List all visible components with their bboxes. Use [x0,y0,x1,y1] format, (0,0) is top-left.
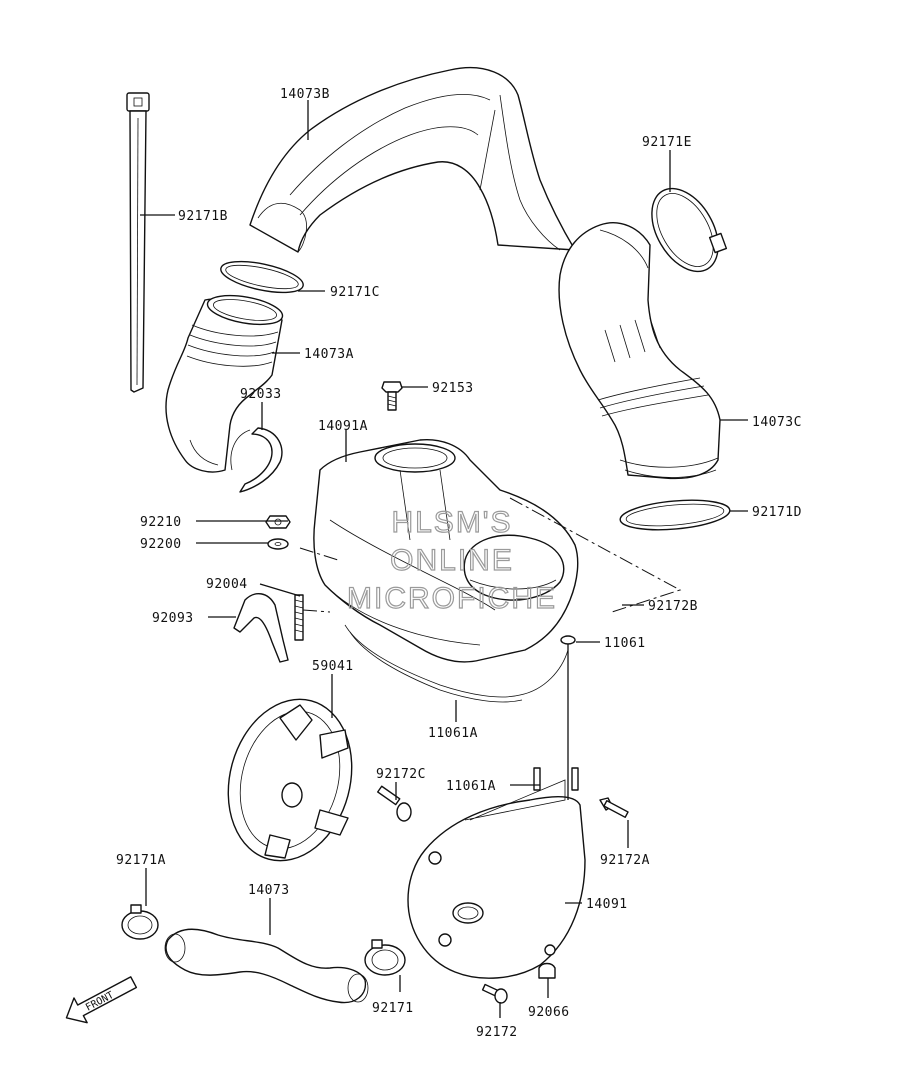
label-92171B: 92171B [178,209,228,224]
part-bracket-92093 [233,593,289,663]
part-cap-92066 [538,962,556,979]
label-92004: 92004 [206,577,248,592]
label-14073: 14073 [248,883,290,898]
label-92033: 92033 [240,387,282,402]
part-clamp-92171E [651,187,728,273]
part-housing-14091A [313,438,579,663]
part-stud-92004 [294,594,304,641]
part-housing-14091 [407,767,586,979]
part-fan-59041 [227,698,353,862]
part-screw-92172C [376,785,412,822]
assembly-line-stud [302,609,331,613]
label-14073C: 14073C [752,415,802,430]
part-elbow-14073C [558,222,721,480]
part-gasket-11061A [344,624,569,703]
part-clamp-92033 [230,427,283,493]
leader-lines [140,100,748,1018]
label-92172A: 92172A [600,853,650,868]
watermark-line-3: MICROFICHE [347,582,557,615]
label-92210: 92210 [140,515,182,530]
label-92172B: 92172B [648,599,698,614]
part-duct-14073B [249,66,576,253]
part-hose-14073 [164,928,369,1004]
watermark: HLSM'S ONLINE MICROFICHE [346,505,557,615]
label-92172: 92172 [476,1025,518,1040]
watermark-line-2: ONLINE [390,544,514,577]
label-92171C: 92171C [330,285,380,300]
part-clamp-92171A [121,904,159,940]
label-92172C: 92172C [376,767,426,782]
label-14091: 14091 [586,897,628,912]
part-nut-92210 [265,515,291,529]
label-92171: 92171 [372,1001,414,1016]
assembly-line-nut [299,547,339,561]
part-screw-92172A [599,797,629,818]
part-clamp-92171C [220,260,304,294]
label-92171D: 92171D [752,505,802,520]
assembly-line-92172B [509,497,682,613]
part-clamp-92171 [364,939,406,976]
front-direction-marker: FRONT [65,976,138,1024]
label-11061A-2: 11061A [446,779,496,794]
part-screw-92172 [481,983,508,1004]
label-11061A-1: 11061A [428,726,478,741]
label-59041: 59041 [312,659,354,674]
part-cable-tie-92171B [126,92,150,393]
label-92200: 92200 [140,537,182,552]
label-92171A: 92171A [116,853,166,868]
label-14091A: 14091A [318,419,368,434]
label-92171E: 92171E [642,135,692,150]
label-11061: 11061 [604,636,646,651]
label-92066: 92066 [528,1005,570,1020]
part-boot-14073A [165,294,284,473]
front-arrow-icon [65,976,138,1024]
label-92153: 92153 [432,381,474,396]
watermark-line-1: HLSM'S [391,506,512,539]
label-92093: 92093 [152,611,194,626]
part-washer-92200 [267,538,289,550]
part-grommet-11061 [560,635,576,645]
part-clamp-92171D [619,499,731,531]
part-labels: 14073B 92171B 92171E 92171C 14073A 92153… [116,87,802,1040]
label-14073B: 14073B [280,87,330,102]
part-screw-92153 [381,381,403,411]
label-14073A: 14073A [304,347,354,362]
